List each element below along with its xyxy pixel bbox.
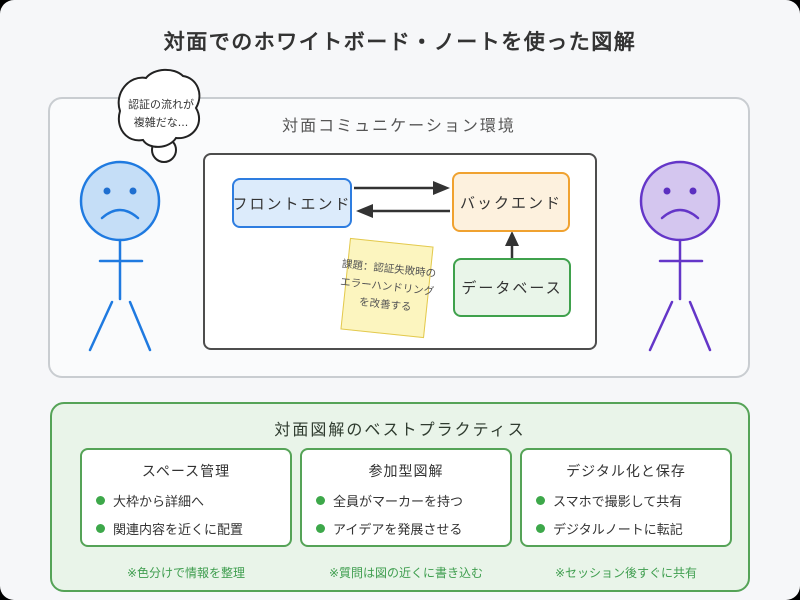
card-title: スペース管理 [141, 464, 231, 480]
frontend-box: フロントエンド [232, 178, 352, 228]
practice-card-space-management: スペース管理 大枠から詳細へ 関連内容を近くに配置 [80, 448, 292, 547]
practice-card-digitize: デジタル化と保存 スマホで撮影して共有 デジタルノートに転記 [520, 448, 732, 547]
bubble-line: 複雑だな... [133, 115, 189, 129]
whiteboard: フロントエンド バックエンド データベース 課題：認証失敗時の エラーハンドリン… [203, 153, 597, 350]
bullet-label: アイデアを発展させる [333, 523, 463, 538]
bullet-item: 全員がマーカーを持つ [316, 491, 510, 510]
bullet-label: 全員がマーカーを持つ [333, 495, 464, 510]
bullet-label: 大枠から詳細へ [113, 495, 205, 510]
footnote-digitize: ※セッション後すぐに共有 [554, 566, 698, 580]
environment-panel-title: 対面コミュニケーション環境 [282, 116, 516, 135]
bubble-line: 認証の流れが [128, 98, 194, 111]
arrowhead-up-icon [505, 231, 519, 246]
practice-card-participatory: 参加型図解 全員がマーカーを持つ アイデアを発展させる [300, 448, 512, 547]
bullet-label: スマホで撮影して共有 [553, 495, 683, 510]
card-title: 参加型図解 [368, 464, 444, 480]
page-title: 対面でのホワイトボード・ノートを使った図解 [163, 30, 637, 54]
bullet-dot-icon [316, 524, 325, 533]
frontend-label: フロントエンド [232, 194, 352, 213]
footnote-space-management: ※色分けで情報を整理 [126, 566, 246, 580]
card-title: デジタル化と保存 [566, 464, 686, 480]
bullet-dot-icon [96, 524, 105, 533]
best-practices-panel: 対面図解のベストプラクティス スペース管理 大枠から詳細へ 関連内容を近くに配置… [50, 402, 750, 592]
card-bullet-list: 全員がマーカーを持つ アイデアを発展させる [302, 491, 510, 538]
bullet-dot-icon [96, 496, 105, 505]
bullet-dot-icon [536, 496, 545, 505]
bullet-dot-icon [316, 496, 325, 505]
arrowhead-left-icon [356, 204, 373, 218]
backend-label: バックエンド [459, 193, 562, 212]
sticky-note: 課題：認証失敗時の エラーハンドリング を改善する [340, 237, 437, 339]
best-practices-title: 対面図解のベストプラクティス [274, 420, 526, 439]
bullet-label: デジタルノートに転記 [553, 523, 683, 538]
sad-stick-figure-right-icon [639, 160, 721, 352]
bullet-item: デジタルノートに転記 [536, 519, 730, 538]
sad-stick-figure-left-icon [79, 160, 161, 352]
database-label: データベース [461, 279, 563, 297]
card-bullet-list: スマホで撮影して共有 デジタルノートに転記 [522, 491, 730, 538]
database-box: データベース [453, 258, 571, 317]
environment-panel: 対面コミュニケーション環境 フロントエンド バックエンド データベー [48, 68, 750, 378]
card-bullet-list: 大枠から詳細へ 関連内容を近くに配置 [82, 491, 290, 538]
bullet-dot-icon [536, 524, 545, 533]
bullet-item: スマホで撮影して共有 [536, 491, 730, 510]
backend-box: バックエンド [452, 172, 570, 232]
thought-bubble-text: 認証の流れが 複雑だな... [118, 96, 204, 131]
bullet-item: 関連内容を近くに配置 [96, 519, 290, 538]
thought-bubble-icon [117, 68, 201, 163]
footnote-participatory: ※質問は図の近くに書き込む [328, 566, 484, 580]
arrowhead-right-icon [433, 181, 450, 195]
bullet-label: 関連内容を近くに配置 [113, 523, 244, 538]
bullet-item: 大枠から詳細へ [96, 491, 290, 510]
bullet-item: アイデアを発展させる [316, 519, 510, 538]
